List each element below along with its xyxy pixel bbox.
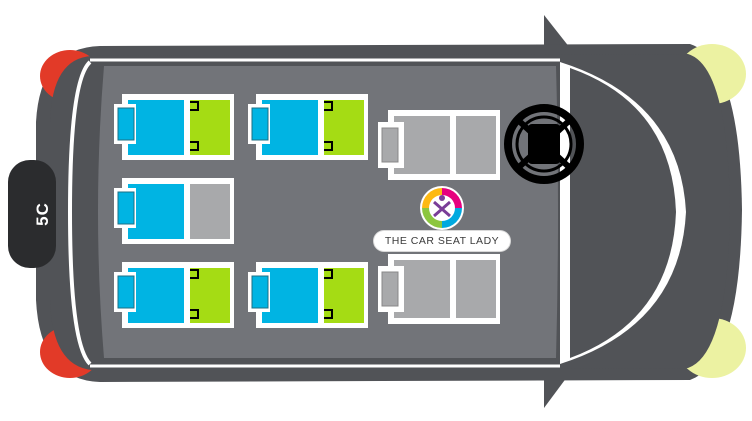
rear-window [67,60,92,366]
seat-third-row-right[interactable] [114,262,234,328]
seat-third-row-middle[interactable] [114,178,234,244]
hood [570,68,676,358]
steering-wheel-icon [504,104,584,184]
body-line [90,58,560,368]
seat-second-row-right[interactable] [248,262,368,328]
seat-third-row-left[interactable] [114,94,234,160]
seat-second-row-left[interactable] [248,94,368,160]
left-mirror [544,15,570,48]
brand-label: THE CAR SEAT LADY [374,231,510,251]
car-seat-lady-logo [420,186,464,230]
model-badge: 5C [8,160,56,268]
seat-front-passenger[interactable] [378,254,500,324]
model-badge-text: 5C [33,202,52,226]
seat-front-driver[interactable] [378,110,500,180]
right-mirror [544,373,570,408]
